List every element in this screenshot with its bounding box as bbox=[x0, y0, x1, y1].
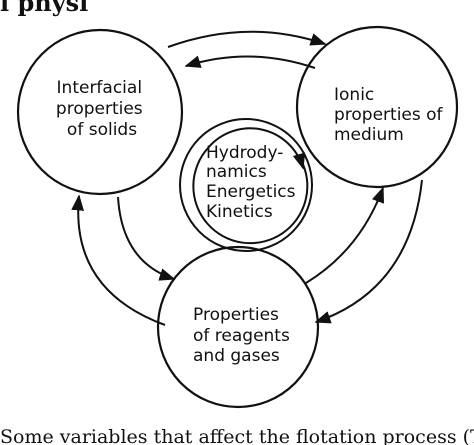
interfacial-label-line: Interfacial bbox=[57, 78, 143, 98]
arrow-reagents-to-interfacial bbox=[71, 194, 166, 326]
center-spiral-arrow bbox=[207, 127, 306, 170]
center-label-line: Hydrody- bbox=[206, 143, 283, 163]
center-label-line: Energetics bbox=[206, 182, 296, 202]
ionic-label-line: properties of bbox=[334, 105, 444, 125]
center-outer-circle bbox=[179, 118, 313, 252]
arrow-interfacial-to-reagents bbox=[117, 196, 176, 281]
node-circle-reagents bbox=[156, 245, 320, 409]
interfacial-label-line: properties bbox=[56, 99, 143, 119]
cropped-caption-text: Some variables that affect the flotation… bbox=[0, 426, 474, 445]
center-label-line: namics bbox=[206, 162, 267, 182]
reagents-label-line: and gases bbox=[193, 346, 280, 366]
arrow-ionic-to-interfacial bbox=[184, 55, 316, 69]
interfacial-label-line: of solids bbox=[67, 120, 137, 140]
arrow-ionic-to-reagents bbox=[314, 179, 423, 324]
ionic-label: Ionic properties of medium bbox=[334, 85, 448, 145]
ionic-label-line: medium bbox=[334, 125, 404, 145]
interfacial-label: Interfacial properties of solids bbox=[56, 78, 148, 140]
ionic-label-line: Ionic bbox=[334, 85, 374, 105]
cropped-heading-text: l physi bbox=[0, 0, 89, 17]
center-label-line: Kinetics bbox=[206, 202, 273, 222]
node-circle-interfacial bbox=[16, 28, 184, 196]
reagents-label-line: of reagents bbox=[193, 326, 290, 346]
center-inner-spiral bbox=[192, 147, 309, 245]
center-label: Hydrody- namics Energetics Kinetics bbox=[206, 143, 301, 222]
reagents-label-line: Properties bbox=[193, 305, 279, 325]
arrow-interfacial-to-ionic bbox=[167, 30, 327, 48]
reagents-label: Properties of reagents and gases bbox=[193, 305, 295, 366]
arrow-reagents-to-ionic bbox=[305, 186, 384, 284]
